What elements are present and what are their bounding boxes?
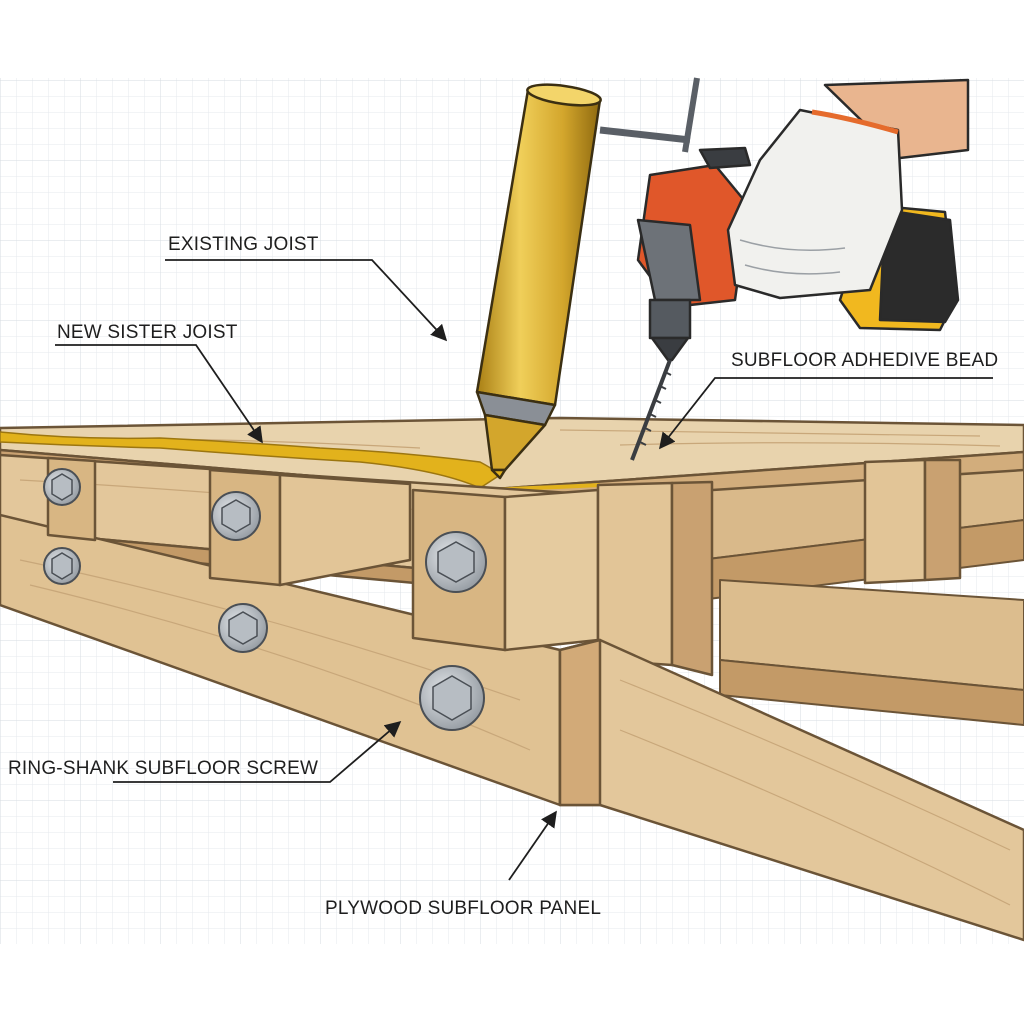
leader-new-sister-joist bbox=[55, 344, 263, 444]
label-existing-joist: EXISTING JOIST bbox=[168, 234, 319, 255]
label-ring-shank-screw: RING-SHANK SUBFLOOR SCREW bbox=[8, 758, 318, 779]
leader-existing-joist bbox=[165, 259, 448, 342]
hex-bolt-icon bbox=[43, 468, 487, 731]
label-plywood-panel: PLYWOOD SUBFLOOR PANEL bbox=[325, 898, 601, 919]
caulk-gun-icon bbox=[475, 83, 691, 480]
cordless-drill-icon bbox=[630, 77, 960, 461]
leader-plywood-panel bbox=[508, 810, 557, 881]
rim-joist bbox=[558, 638, 1024, 942]
leader-lines bbox=[55, 259, 993, 881]
support-post bbox=[596, 458, 962, 677]
gloved-hand-icon bbox=[726, 78, 970, 300]
leader-ring-shank-screw bbox=[113, 720, 402, 783]
leader-adhesive-bead bbox=[658, 377, 993, 450]
label-new-sister-joist: NEW SISTER JOIST bbox=[57, 322, 238, 343]
blocking bbox=[46, 456, 600, 652]
label-subfloor-adhesive-bead: SUBFLOOR ADHEDIVE BEAD bbox=[731, 350, 998, 371]
